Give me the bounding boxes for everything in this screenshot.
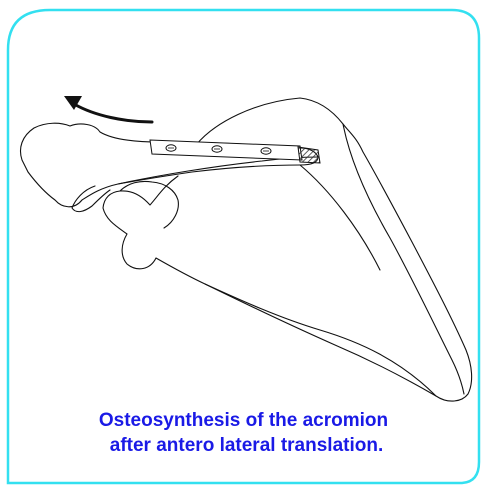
caption-line-1: Osteosynthesis of the acromion [0, 408, 487, 433]
caption-line-2: after antero lateral translation. [0, 433, 487, 458]
infraspinous-line [300, 165, 380, 270]
curved-arrow-icon [64, 96, 152, 122]
acromion-tip [21, 123, 319, 207]
scapular-spine [118, 157, 318, 184]
medial-contour [343, 124, 464, 394]
osteotomy-hatch [298, 147, 320, 163]
coracoid-outline [72, 186, 110, 212]
figure-caption: Osteosynthesis of the acromion after ant… [0, 408, 487, 458]
